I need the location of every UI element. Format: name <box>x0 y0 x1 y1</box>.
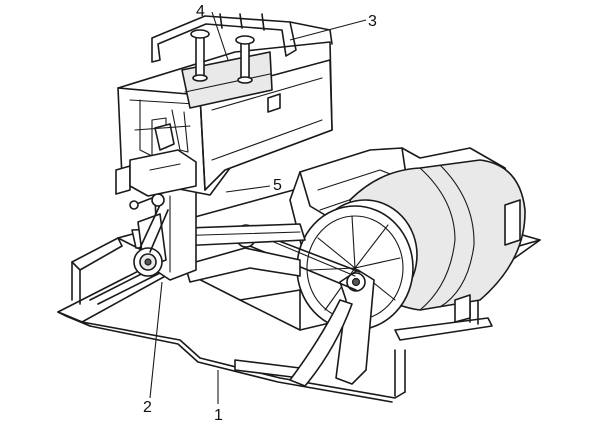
crank-assembly <box>129 185 197 281</box>
upper-box <box>115 13 333 197</box>
callout-4: 4 <box>196 3 205 20</box>
callout-3: 3 <box>368 13 377 30</box>
knob-right <box>235 35 255 84</box>
callout-5: 5 <box>273 177 282 194</box>
callout-1: 1 <box>214 407 223 424</box>
callout-2: 2 <box>143 399 152 416</box>
knob-left <box>190 29 210 82</box>
callout-leaders <box>149 11 367 404</box>
large-pulley <box>289 205 414 387</box>
